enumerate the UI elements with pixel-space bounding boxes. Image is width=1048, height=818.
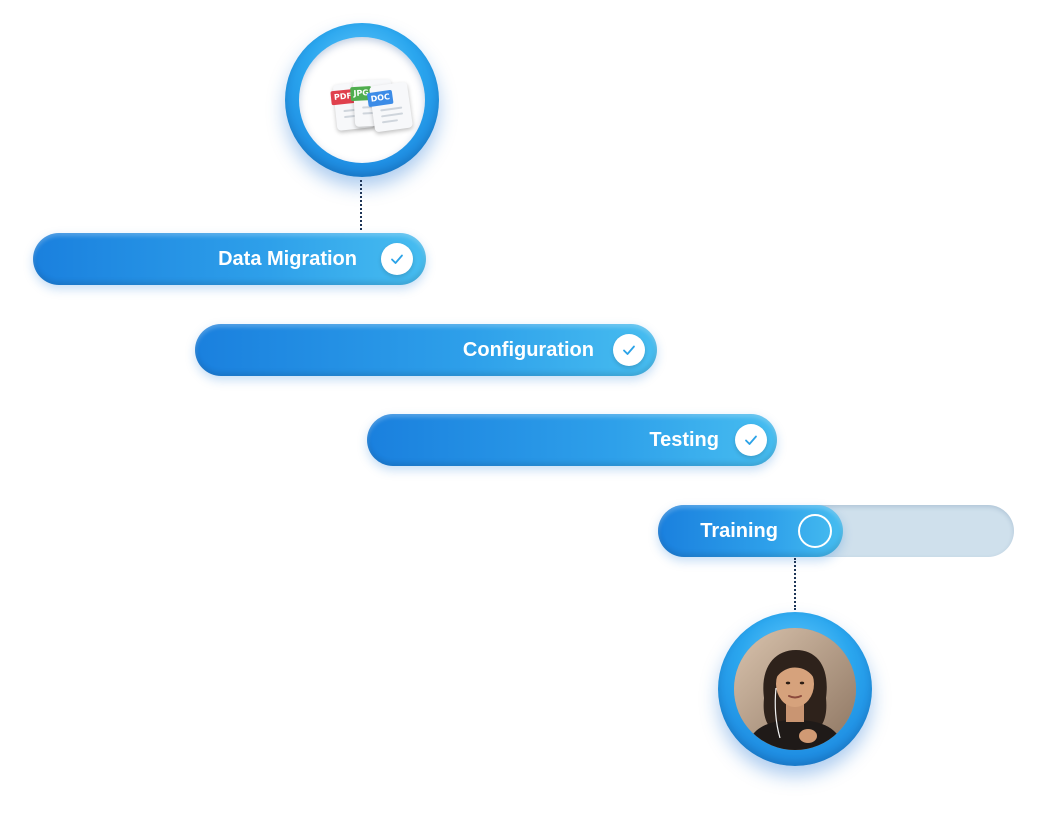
doc-file-icon: DOC [366,81,414,133]
phase-label: Testing [649,429,719,451]
person-photo-circle [718,612,872,766]
doc-file-label: DOC [366,89,394,108]
phase-label: Data Migration [218,248,357,270]
bottom-dotted-connector [794,558,796,610]
check-icon [735,424,767,456]
phase-bar-training-progress: Training [658,505,843,557]
phase-bar-data-migration: Data Migration [33,233,426,285]
phase-label: Training [700,520,778,542]
documents-circle: PDF JPG DOC [285,23,439,177]
documents-icon-holder: PDF JPG DOC [299,37,425,163]
pending-circle-icon [798,514,832,548]
check-icon [381,243,413,275]
phase-bar-configuration: Configuration [195,324,657,376]
person-photo [734,628,856,750]
top-dotted-connector [360,180,362,230]
check-icon [613,334,645,366]
phase-bar-training-track: Training [658,505,1014,557]
phase-label: Configuration [462,339,594,361]
phase-bar-testing: Testing [367,414,777,466]
